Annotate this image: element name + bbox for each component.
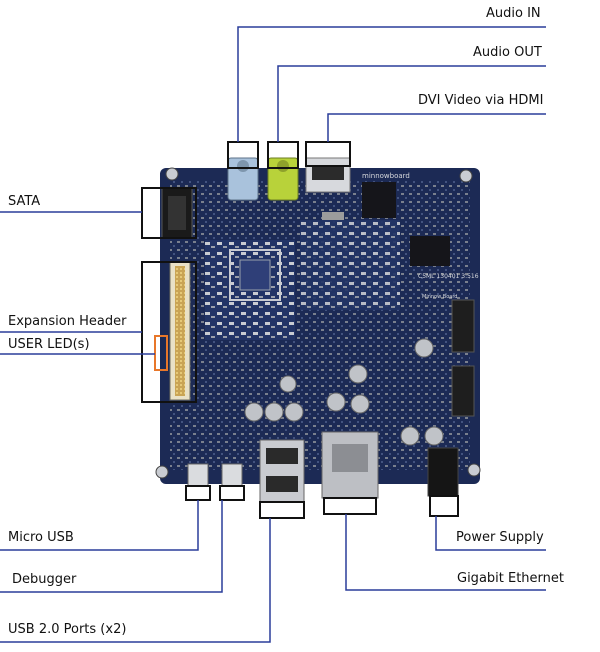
brand-silkscreen: minnowboard [362,172,410,180]
power-jack [427,447,459,497]
expansion-header-label: Expansion Header [8,314,127,329]
debugger-leader [0,500,223,593]
crystal [322,212,344,220]
usb-ports [259,439,305,503]
power-leader [435,516,546,551]
audio-in-jack [227,157,259,201]
audio-out-label: Audio OUT [473,45,542,60]
audio-in-callout [227,141,259,169]
micro-usb-label: Micro USB [8,530,74,545]
micro-usb-callout [185,485,211,501]
power-supply-label: Power Supply [456,530,544,545]
expansion-header-connector [169,261,191,401]
sata-label: SATA [8,194,41,209]
user-leds-callout [154,335,168,371]
debugger-port [221,463,243,487]
memory-chip [410,236,450,266]
user-leds-label: USER LED(s) [8,337,90,352]
ethernet-callout [323,497,377,515]
capacitors [244,338,444,446]
micro-usb-leader [0,500,199,551]
audio-out-leader [277,65,546,142]
micro-usb-port [187,463,209,487]
hdmi-leader [327,113,546,142]
debugger-callout [219,485,245,501]
chip-code-silkscreen: C5ML 130401 3:516 [418,273,479,280]
sata-connector [161,187,193,239]
ethernet-jack [321,431,379,499]
audio-in-label: Audio IN [486,6,541,21]
power-callout [429,495,459,517]
dvi-video-label: DVI Video via HDMI [418,93,544,108]
processor-chip [362,182,396,218]
minnow-mark-silkscreen: Minnow Board [422,294,457,300]
debugger-label: Debugger [12,572,77,587]
hdmi-connector [305,157,351,193]
audio-in-leader [237,26,546,142]
right-connector-top [451,299,475,353]
usb-ports-label: USB 2.0 Ports (x2) [8,622,127,637]
gigabit-ethernet-label: Gigabit Ethernet [457,571,564,586]
ethernet-leader [345,514,546,591]
audio-out-callout [267,141,299,169]
usb-ports-leader [0,518,271,643]
sata-callout [141,187,197,239]
pcb-board [160,168,480,484]
mounting-holes [155,167,481,479]
audio-out-jack [267,157,299,201]
usb-ports-callout [259,501,305,519]
right-connector-bottom [451,365,475,417]
